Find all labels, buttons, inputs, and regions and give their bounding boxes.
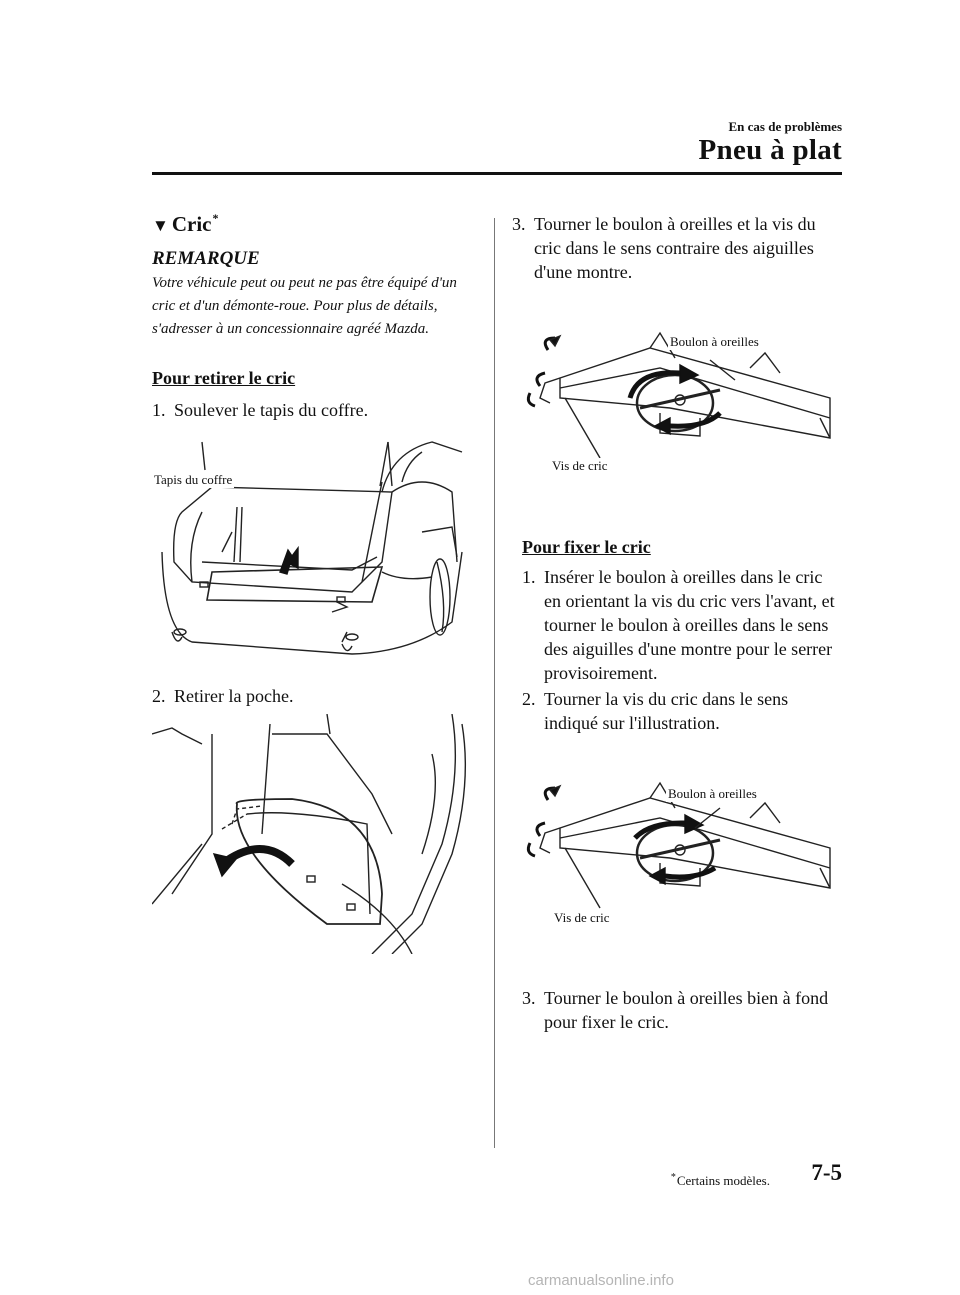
remove-heading: Pour retirer le cric — [152, 368, 296, 388]
note-heading: REMARQUE — [152, 248, 260, 269]
star-icon: * — [212, 211, 219, 225]
column-divider — [494, 218, 495, 1148]
page-title: Pneu à plat — [698, 134, 842, 166]
page-number: 7-5 — [811, 1160, 842, 1185]
footnote-star-icon: * — [670, 1172, 676, 1183]
jack-loosen-illustration: Boulon à oreilles Vis de cric — [520, 328, 840, 478]
note-text: Votre véhicule peut ou peut ne pas être … — [152, 275, 457, 337]
chapter-title: En cas de problèmes — [728, 119, 842, 134]
remove-step-3: 3. Tourner le boulon à oreilles et la vi… — [512, 214, 816, 282]
footnote: * Certains modèles. — [670, 1172, 770, 1189]
jack-screw-label-1: Vis de cric — [550, 458, 610, 474]
fix-step-1: 1. Insérer le boulon à oreilles dans le … — [522, 567, 835, 683]
wing-bolt-label-2: Boulon à oreilles — [666, 786, 759, 802]
trunk-mat-label: Tapis du coffre — [152, 472, 235, 488]
jack-tighten-illustration: Boulon à oreilles Vis de cric — [520, 778, 840, 928]
watermark: carmanualsonline.info — [528, 1272, 674, 1289]
pouch-removal-illustration — [151, 713, 472, 955]
remove-step-2: 2. Retirer la poche. — [152, 686, 294, 706]
trunk-mat-illustration: Tapis du coffre — [152, 432, 472, 672]
fix-heading: Pour fixer le cric — [522, 537, 651, 557]
section-title: ▼ Cric * — [152, 211, 219, 237]
header-rule — [152, 172, 842, 175]
section-title-text: Cric — [171, 212, 212, 236]
fix-step-2: 2. Tourner la vis du cric dans le sens i… — [522, 689, 789, 733]
triangle-icon: ▼ — [152, 216, 169, 235]
footnote-text: Certains modèles. — [676, 1173, 770, 1188]
fix-step-3: 3. Tourner le boulon à oreilles bien à f… — [522, 988, 829, 1032]
remove-step-1: 1. Soulever le tapis du coffre. — [152, 400, 369, 420]
wing-bolt-label-1: Boulon à oreilles — [668, 334, 761, 350]
jack-screw-label-2: Vis de cric — [552, 910, 612, 926]
